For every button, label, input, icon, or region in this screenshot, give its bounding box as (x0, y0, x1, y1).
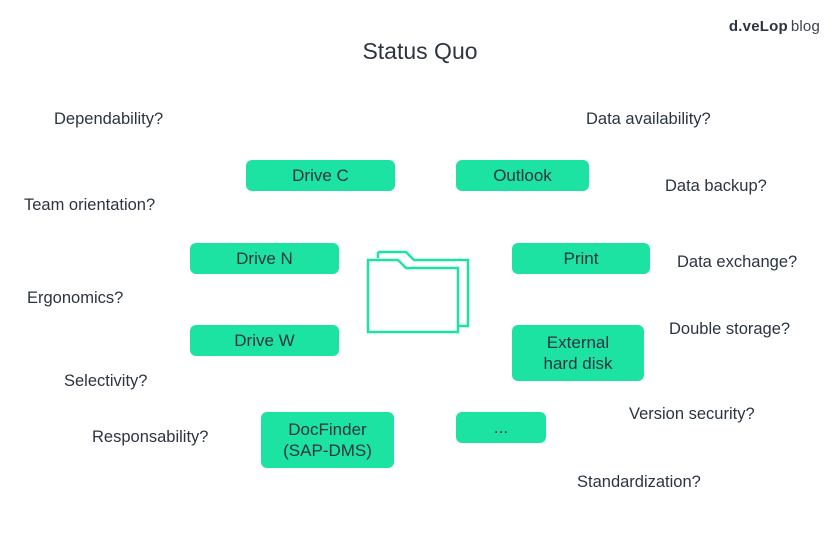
storage-drive-c: Drive C (246, 160, 395, 191)
folder-icon (366, 250, 470, 334)
storage-more: ... (456, 412, 546, 443)
question-ergonomics: Ergonomics? (27, 289, 124, 307)
storage-docfinder: DocFinder (SAP-DMS) (261, 412, 394, 468)
storage-print-label: Print (563, 249, 599, 268)
storage-drive-w-label: Drive W (234, 331, 295, 350)
storage-outlook: Outlook (456, 160, 589, 191)
storage-more-label: ... (493, 418, 509, 437)
storage-external-hard-disk: External hard disk (512, 325, 644, 381)
question-data-availability: Data availability? (586, 110, 711, 128)
question-responsability: Responsability? (92, 428, 209, 446)
storage-drive-n-label: Drive N (236, 249, 293, 268)
storage-docfinder-label: DocFinder (SAP-DMS) (283, 420, 372, 460)
storage-drive-w: Drive W (190, 325, 339, 356)
brand-name-light: blog (790, 18, 820, 35)
question-standardization: Standardization? (577, 473, 701, 491)
question-team-orientation: Team orientation? (24, 196, 156, 214)
storage-outlook-label: Outlook (493, 166, 552, 185)
storage-external-hard-disk-label: External hard disk (543, 333, 613, 373)
storage-drive-n: Drive N (190, 243, 339, 274)
question-selectivity: Selectivity? (64, 372, 148, 390)
question-data-backup: Data backup? (665, 177, 767, 195)
diagram-title: Status Quo (362, 38, 478, 64)
question-dependability: Dependability? (54, 110, 164, 128)
question-double-storage: Double storage? (669, 320, 791, 338)
storage-drive-c-label: Drive C (292, 166, 349, 185)
question-data-exchange: Data exchange? (677, 253, 798, 271)
brand-name-bold: d.veLop (728, 18, 788, 35)
question-version-security: Version security? (629, 405, 755, 423)
storage-print: Print (512, 243, 650, 274)
